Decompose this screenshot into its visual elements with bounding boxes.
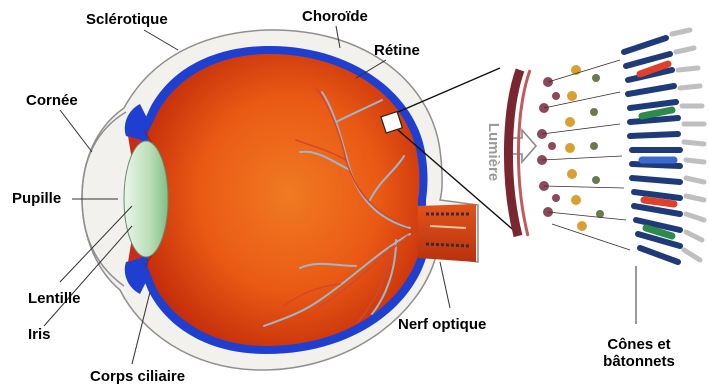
label-cones-line2: bâtonnets [594, 353, 684, 370]
label-retine: Rétine [374, 42, 420, 59]
photoreceptors [624, 30, 704, 262]
ganglion-cells [537, 77, 560, 217]
bipolar-cells [565, 65, 587, 231]
label-lentille: Lentille [28, 290, 81, 307]
label-pupille: Pupille [12, 190, 61, 207]
label-cones-batonnets: Cônes et bâtonnets [594, 336, 684, 370]
label-corps-ciliaire: Corps ciliaire [90, 368, 185, 385]
retina [148, 54, 420, 346]
retina-zoom [508, 30, 704, 262]
label-cornee: Cornée [26, 92, 78, 109]
label-sclerotique: Sclérotique [86, 11, 168, 28]
label-cones-line1: Cônes et [594, 336, 684, 353]
label-lumiere: Lumière [454, 132, 534, 172]
neural-links [542, 60, 630, 250]
label-iris: Iris [28, 326, 51, 343]
label-choroide: Choroïde [302, 8, 368, 25]
label-nerf-optique: Nerf optique [398, 316, 486, 333]
lens [124, 141, 168, 257]
optic-nerve [418, 204, 476, 262]
